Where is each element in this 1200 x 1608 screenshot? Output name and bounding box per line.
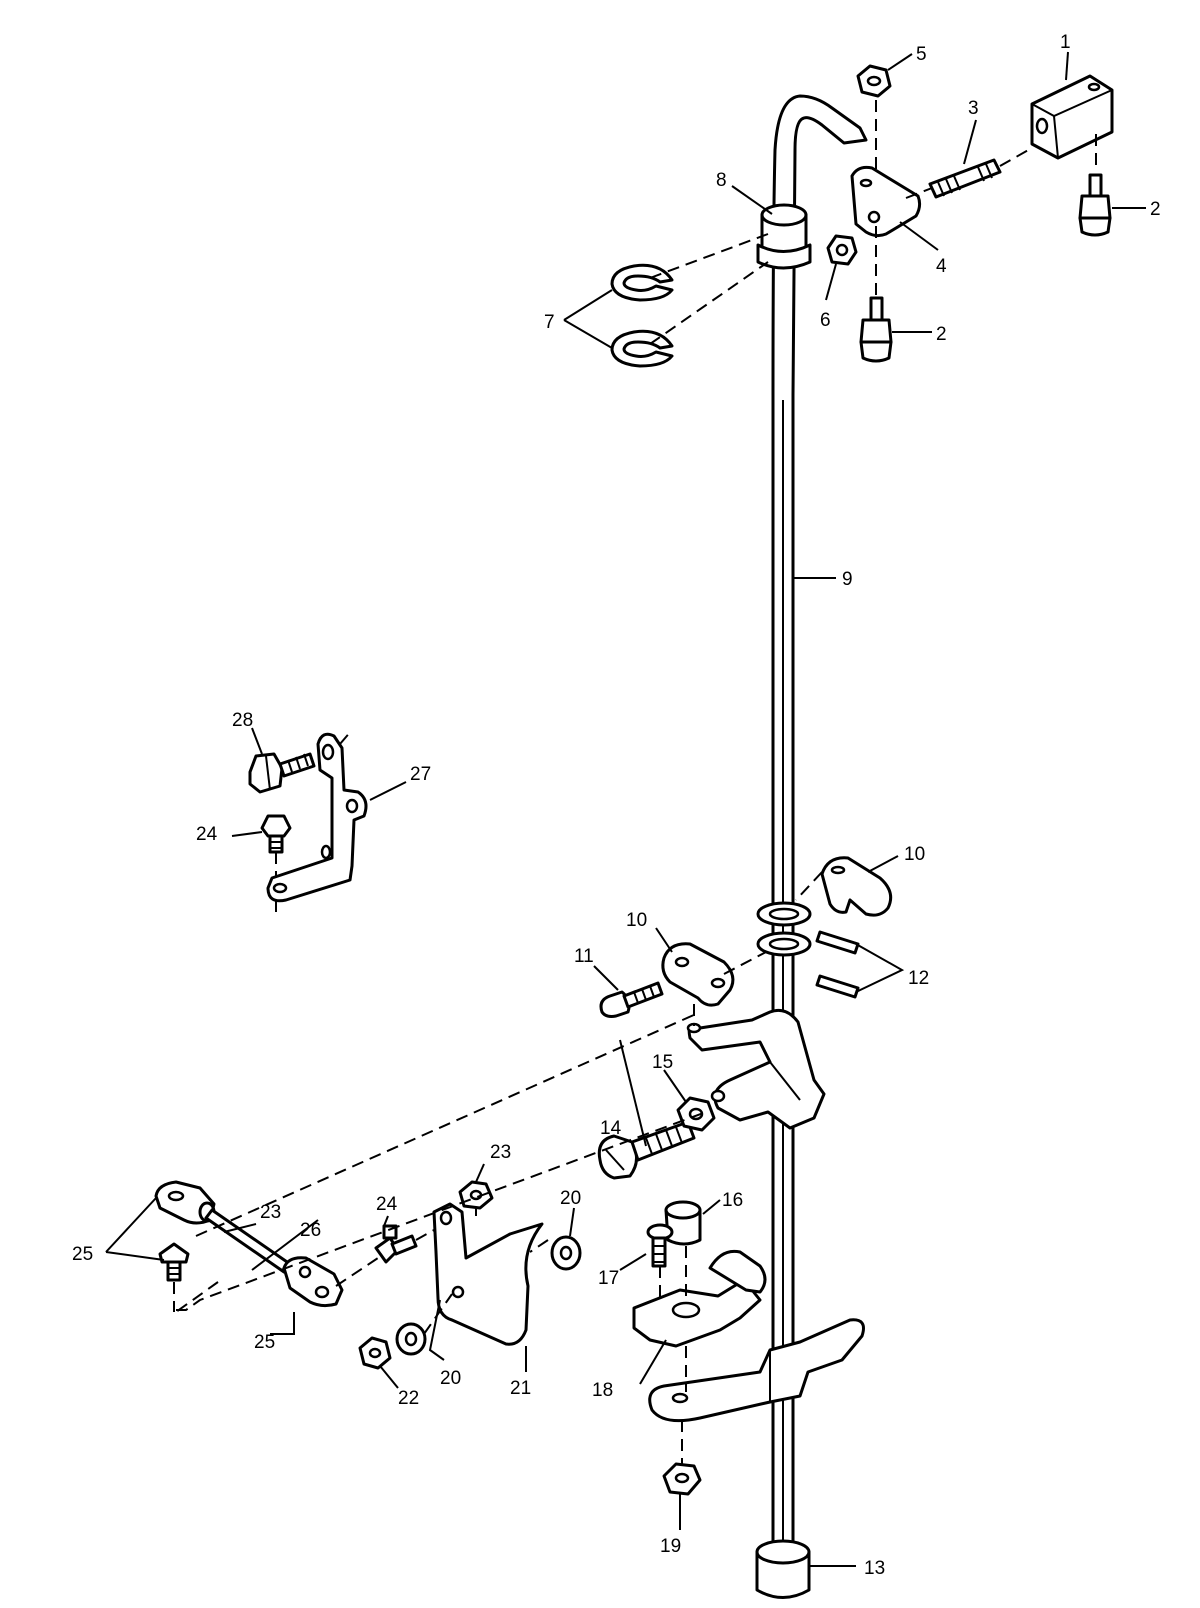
callout-labels: 1 2 2 3 4 5 6 7 8 9 10 10 11 12 13 14 15… (72, 32, 1161, 1579)
callout-28: 28 (232, 710, 253, 731)
clamp-half-part-10-left (661, 942, 735, 1007)
callout-26: 26 (300, 1220, 321, 1241)
callout-22: 22 (398, 1388, 419, 1409)
end-cap-part-13 (755, 1539, 811, 1599)
shoulder-screw-part-2-upper (1078, 173, 1112, 237)
pins-part-12 (815, 930, 860, 999)
explode-lines (173, 100, 1097, 1464)
callout-27: 27 (410, 764, 431, 785)
callout-8: 8 (716, 170, 727, 191)
callout-20-upper: 20 (560, 1188, 581, 1209)
washer-part-20-lower (395, 1322, 427, 1356)
bottom-lever-arm (648, 1318, 865, 1423)
callout-17: 17 (598, 1268, 619, 1289)
collar-part-8 (756, 203, 812, 270)
nut-part-5 (856, 64, 892, 98)
washer-part-20-upper (550, 1235, 582, 1271)
swivel-block-part-4 (850, 165, 922, 238)
washer-rings-on-rod (756, 901, 812, 957)
e-clip-part-7-upper (610, 263, 674, 302)
nut-part-22 (358, 1336, 392, 1370)
stud-part-24-lower (374, 1224, 418, 1264)
callout-10-left: 10 (626, 910, 647, 931)
callout-23-lower: 23 (260, 1202, 281, 1223)
plug-part-16 (664, 1200, 702, 1246)
callout-5: 5 (916, 44, 927, 65)
callout-12: 12 (908, 968, 929, 989)
callout-4: 4 (936, 256, 947, 277)
callout-13: 13 (864, 1558, 885, 1579)
callout-19: 19 (660, 1536, 681, 1557)
shoulder-screw-part-2-lower (859, 296, 893, 363)
callout-14: 14 (600, 1118, 622, 1139)
callout-18: 18 (592, 1380, 613, 1401)
callout-10-right: 10 (904, 844, 925, 865)
stud-part-24-upper (260, 814, 292, 854)
leader-lines (105, 51, 1146, 1567)
callout-9: 9 (842, 569, 853, 590)
callout-23-upper: 23 (490, 1142, 511, 1163)
screw-part-14 (597, 1120, 696, 1180)
screw-part-11 (599, 981, 664, 1018)
clevis-block-part-1 (1030, 74, 1114, 160)
callout-21: 21 (510, 1378, 531, 1399)
nut-part-19 (662, 1462, 702, 1496)
callout-3: 3 (968, 98, 979, 119)
bracket-part-27 (266, 732, 368, 903)
callout-1: 1 (1060, 32, 1071, 53)
callout-25-left: 25 (72, 1244, 93, 1265)
nut-part-15 (676, 1096, 716, 1132)
stud-part-25-lower-left (158, 1242, 190, 1282)
bell-crank-lever (686, 1008, 826, 1130)
callout-2-lower: 2 (936, 324, 947, 345)
callout-15: 15 (652, 1052, 673, 1073)
callout-16: 16 (722, 1190, 743, 1211)
callout-7: 7 (544, 312, 555, 333)
nut-part-6 (826, 234, 858, 266)
rod-end-part-25-right (282, 1256, 344, 1308)
plate-part-21 (432, 1202, 544, 1346)
e-clip-part-7-lower (610, 329, 674, 368)
callout-24-lower: 24 (376, 1194, 398, 1215)
hub-part-18 (632, 1249, 767, 1348)
callout-24-upper: 24 (196, 824, 218, 845)
callout-20-lower: 20 (440, 1368, 461, 1389)
screw-part-17 (646, 1223, 674, 1268)
clamp-half-part-10-right (820, 856, 893, 917)
callout-2-upper: 2 (1150, 199, 1161, 220)
nut-part-23-upper (458, 1180, 494, 1210)
bolt-part-28 (248, 752, 316, 794)
threaded-rod-part-3 (928, 158, 1002, 199)
callout-6: 6 (820, 310, 831, 331)
callout-25-lower: 25 (254, 1332, 275, 1353)
callout-11: 11 (574, 946, 594, 967)
